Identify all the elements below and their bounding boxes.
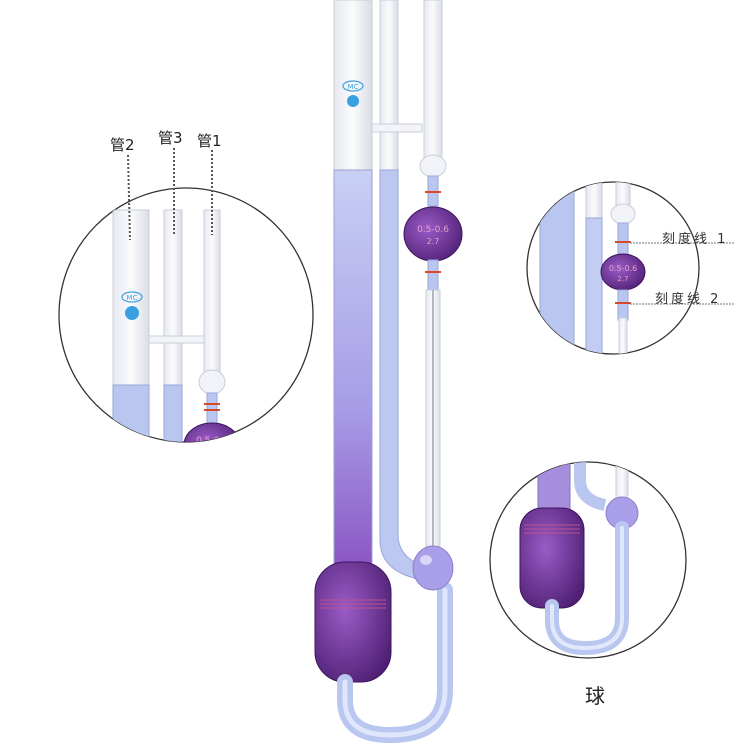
tube2-liquid (333, 169, 373, 571)
mc-logo: MC (342, 80, 364, 107)
tube3-label: 管3 (158, 129, 183, 147)
mark1-label: 刻度线 1 (662, 232, 729, 247)
tube2-label: 管2 (110, 136, 135, 154)
tube3-glass (379, 0, 399, 176)
zoom-marks-circle: 0.5-0.6 2.7 (526, 181, 735, 355)
svg-text:0.5-0.6: 0.5-0.6 (196, 436, 228, 446)
zoom-top-circle: MC 0.5-0.6 2.7 (58, 187, 314, 457)
svg-text:2.7: 2.7 (617, 275, 628, 283)
tube1-glass (423, 0, 443, 166)
mark2-label: 刻度线 2 (655, 292, 722, 307)
star-icon (347, 95, 359, 107)
svg-text:2.7: 2.7 (427, 237, 440, 246)
tube1-label: 管1 (197, 132, 222, 150)
svg-text:MC: MC (127, 294, 138, 302)
svg-text:0.5-0.6: 0.5-0.6 (609, 264, 637, 273)
lower-ball (314, 561, 392, 683)
svg-text:2.7: 2.7 (206, 448, 219, 457)
svg-text:0.5-0.6: 0.5-0.6 (417, 225, 449, 235)
tube2-glass (333, 0, 373, 176)
svg-text:MC: MC (348, 83, 359, 91)
zoom-ball-circle (489, 461, 687, 659)
main-viscometer: MC 0.5-0.6 2.7 (314, 0, 463, 744)
ball-label: 球 (585, 684, 605, 708)
